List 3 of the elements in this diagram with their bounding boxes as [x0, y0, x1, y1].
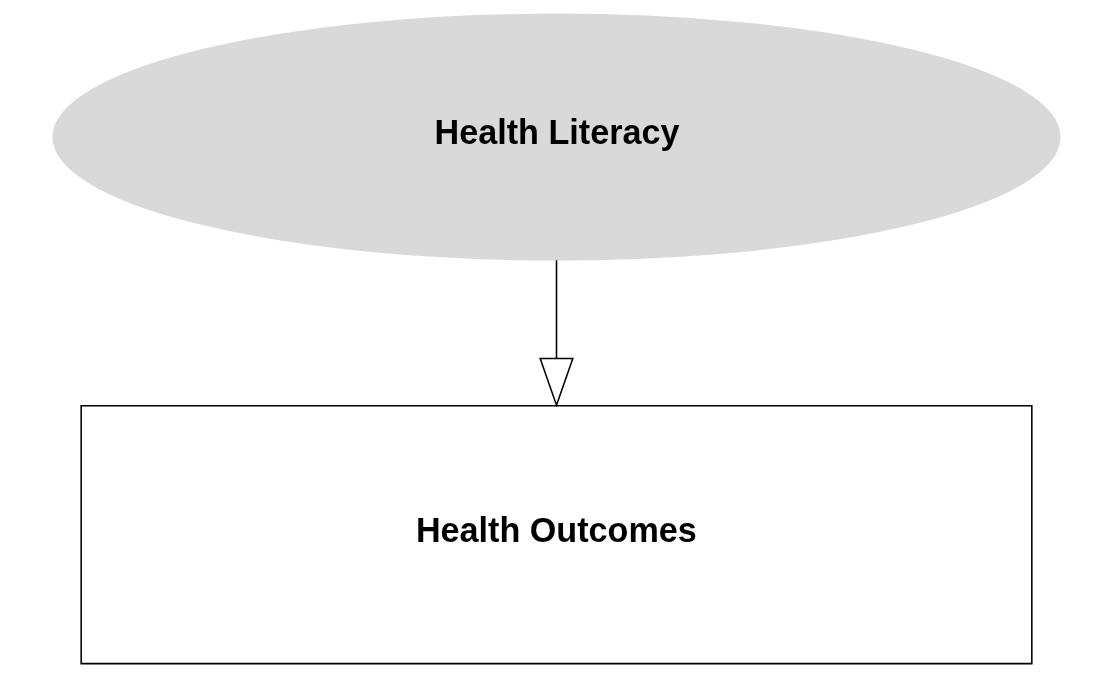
node-box: Health Outcomes [80, 405, 1033, 665]
node-ellipse: Health Literacy [52, 13, 1061, 261]
arrow [539, 259, 574, 408]
